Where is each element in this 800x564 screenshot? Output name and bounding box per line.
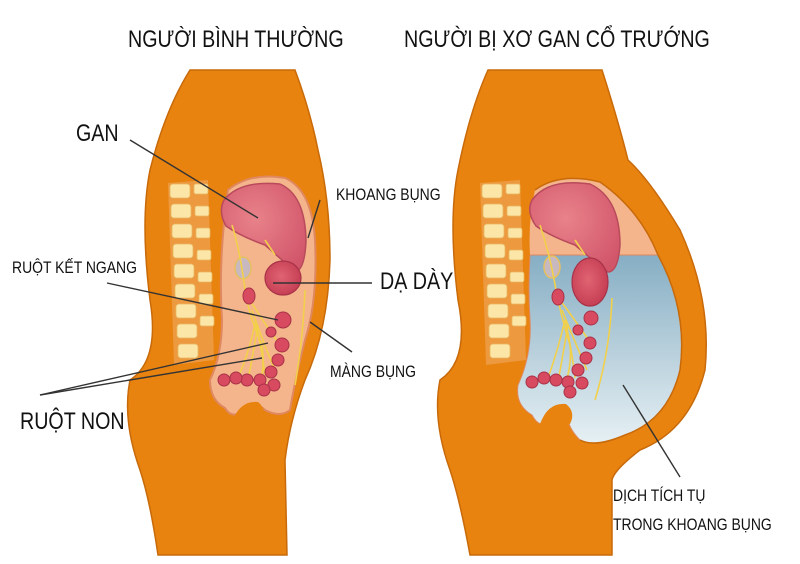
ascites-liver [529,181,621,273]
normal-body-illustration [126,69,331,556]
label-abdominal-cavity: KHOANG BỤNG [336,185,441,204]
label-small-intestine: RUỘT NON [20,408,125,435]
ascites-intestines [525,288,599,399]
ascites-spine [480,180,527,365]
label-fluid-line2: TRONG KHOANG BỤNG [613,515,772,534]
normal-intestines [217,287,292,397]
title-normal: NGƯỜI BÌNH THƯỜNG [128,26,344,53]
label-stomach: DẠ DÀY [380,268,454,295]
label-transverse-colon: RUỘT KẾT NGANG [12,258,137,277]
label-fluid-line1: DỊCH TÍCH TỤ [613,486,706,505]
normal-stomach [264,260,302,296]
label-liver: GAN [76,120,119,147]
leader-lines [39,139,681,478]
label-peritoneum: MÀNG BỤNG [330,362,416,381]
normal-spine [168,180,215,365]
title-ascites: NGƯỜI BỊ XƠ GAN CỔ TRƯỚNG [404,26,710,53]
ascites-body-illustration [436,69,707,556]
ascites-stomach [571,257,609,307]
ascites-pelvis [540,403,573,430]
normal-pelvis [232,401,265,428]
